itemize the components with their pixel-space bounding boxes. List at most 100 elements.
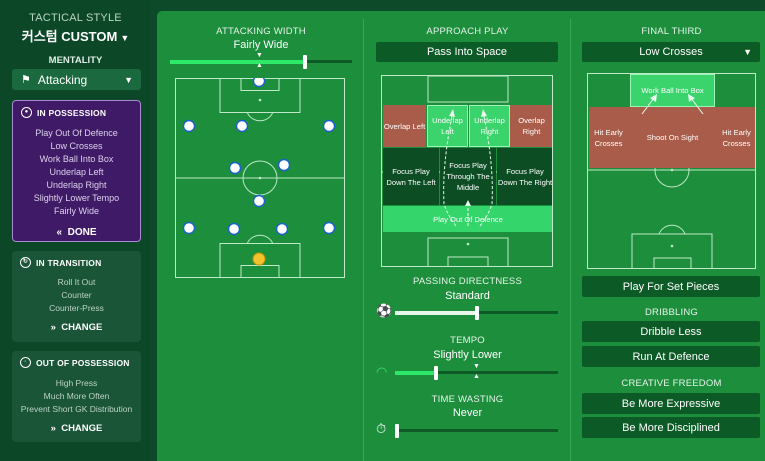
play-for-set-pieces-button[interactable]: Play For Set Pieces [582,276,760,297]
mentality-dropdown[interactable]: ⚑ Attacking ▼ [12,69,141,90]
done-button[interactable]: « DONE [13,227,140,238]
option-label: Be More Expressive [621,397,721,410]
zone-play-out-of-defence[interactable]: Play Out Of Defence [383,206,552,232]
tactical-style-dropdown[interactable]: 커스텀 CUSTOM▼ [0,26,151,45]
list-item: High Press [55,378,98,388]
zone-focus-left[interactable]: Focus Play Down The Left [383,148,439,205]
in-transition-header: ↻ IN TRANSITION [12,251,141,268]
list-item: Counter [61,290,92,300]
zone-label: Shoot On Sight [646,133,699,142]
chevron-down-icon: ▼ [124,74,133,85]
in-possession-panel[interactable]: ● IN POSSESSION Play Out Of Defence Low … [12,100,141,242]
tactics-main-panel: ATTACKING WIDTH Fairly Wide ▼ ▲ [157,11,765,461]
out-of-possession-panel[interactable]: ◦ OUT OF POSSESSION High Press Much More… [12,351,141,442]
list-item: Underlap Right [46,180,107,190]
final-third-pitch: Hit Early Crosses Shoot On Sight Hit Ear… [587,73,756,269]
slider-handle[interactable] [395,424,399,438]
transition-icon: ↻ [20,257,31,268]
shield-icon: ◦ [20,357,31,368]
slider-handle[interactable] [434,366,438,380]
zone-hit-early-crosses-left[interactable]: Hit Early Crosses [589,107,628,168]
list-item: Counter-Press [49,303,104,313]
pitch-diagram [175,78,345,278]
zone-label: Hit Early Crosses [722,127,751,148]
creative-freedom-title: CREATIVE FREEDOM [621,378,722,389]
football-icon: ⚽ [376,303,393,318]
zone-hit-early-crosses-right[interactable]: Hit Early Crosses [717,107,755,168]
be-more-expressive-option[interactable]: Be More Expressive [582,393,760,414]
zone-label: Play Out Of Defence [433,214,503,224]
ball-icon: ● [21,107,32,118]
zone-label: Overlap Left [383,121,426,131]
goalkeeper-marker [252,252,266,266]
zone-underlap-right[interactable]: Underlap Right [469,105,510,147]
chevron-down-icon: ▼ [120,33,130,43]
player-marker [235,119,249,133]
speedometer-icon: ◠ [376,364,388,379]
tactical-style-title: TACTICAL STYLE [29,12,122,24]
out-of-possession-title: OUT OF POSSESSION [36,357,130,368]
default-marker-icon: ▲ [256,62,263,69]
in-transition-panel[interactable]: ↻ IN TRANSITION Roll It Out Counter Coun… [12,251,141,342]
attacking-width-value: Fairly Wide [233,39,289,51]
player-marker [252,78,266,88]
zone-underlap-left[interactable]: Underlap Left [427,105,468,147]
in-transition-change-button[interactable]: » CHANGE [12,322,141,333]
final-third-title: FINAL THIRD [641,26,702,37]
double-chevron-right-icon: » [50,322,56,333]
approach-play-selector[interactable]: Pass Into Space [376,42,558,62]
zone-shoot-on-sight[interactable]: Shoot On Sight [628,107,717,168]
tempo-value: Slightly Lower [433,349,502,361]
default-marker-icon: ▲ [473,373,480,380]
dribble-less-option[interactable]: Dribble Less [582,321,760,342]
approach-play-title: APPROACH PLAY [426,26,509,37]
player-marker [322,119,336,133]
set-pieces-label: Play For Set Pieces [622,280,720,293]
passing-directness-title: PASSING DIRECTNESS [413,276,522,287]
player-marker [182,221,196,235]
passing-directness-value: Standard [445,290,490,302]
in-possession-list: Play Out Of Defence Low Crosses Work Bal… [13,127,140,218]
player-marker [228,161,242,175]
zone-label: Underlap Left [432,116,463,136]
change-label: CHANGE [61,423,103,434]
out-of-possession-change-button[interactable]: » CHANGE [12,423,141,434]
list-item: Roll It Out [57,277,96,287]
approach-play-pitch: Overlap Left Underlap Left Underlap Righ… [381,75,553,267]
player-markers [182,78,336,236]
approach-play-value: Pass Into Space [426,46,508,58]
zone-overlap-left[interactable]: Overlap Left [383,105,426,147]
list-item: Prevent Short GK Distribution [20,404,133,414]
attacking-width-title: ATTACKING WIDTH [216,26,306,37]
change-label: CHANGE [61,322,103,333]
in-transition-list: Roll It Out Counter Counter-Press [12,276,141,315]
list-item: Slightly Lower Tempo [33,193,120,203]
list-item: Play Out Of Defence [35,128,118,138]
slider-handle[interactable] [475,306,479,320]
player-marker [182,119,196,133]
out-of-possession-header: ◦ OUT OF POSSESSION [12,351,141,368]
zone-label: Overlap Right [518,116,545,136]
zone-focus-middle[interactable]: Focus Play Through The Middle [440,148,496,205]
slider-fill [170,59,305,64]
time-wasting-title: TIME WASTING [431,394,504,405]
zone-label: Underlap Right [474,116,505,136]
tempo-title: TEMPO [450,335,485,346]
slider-track [395,429,558,432]
be-more-disciplined-option[interactable]: Be More Disciplined [582,417,760,438]
in-possession-header: ● IN POSSESSION [13,101,140,118]
zone-focus-right[interactable]: Focus Play Down The Right [497,148,552,205]
slider-fill [395,310,477,315]
final-third-selector[interactable]: Low Crosses ▼ [582,42,760,62]
in-transition-title: IN TRANSITION [36,257,102,268]
player-marker [252,194,266,208]
zone-work-ball-into-box[interactable]: Work Ball Into Box [630,74,715,107]
zone-overlap-right[interactable]: Overlap Right [510,105,552,147]
zone-label: Work Ball Into Box [641,86,704,95]
slider-handle[interactable] [303,55,307,69]
list-item: Fairly Wide [53,206,99,216]
double-chevron-left-icon: « [56,227,63,238]
final-third-value: Low Crosses [639,46,703,58]
list-item: Underlap Left [49,167,104,177]
run-at-defence-option[interactable]: Run At Defence [582,346,760,367]
